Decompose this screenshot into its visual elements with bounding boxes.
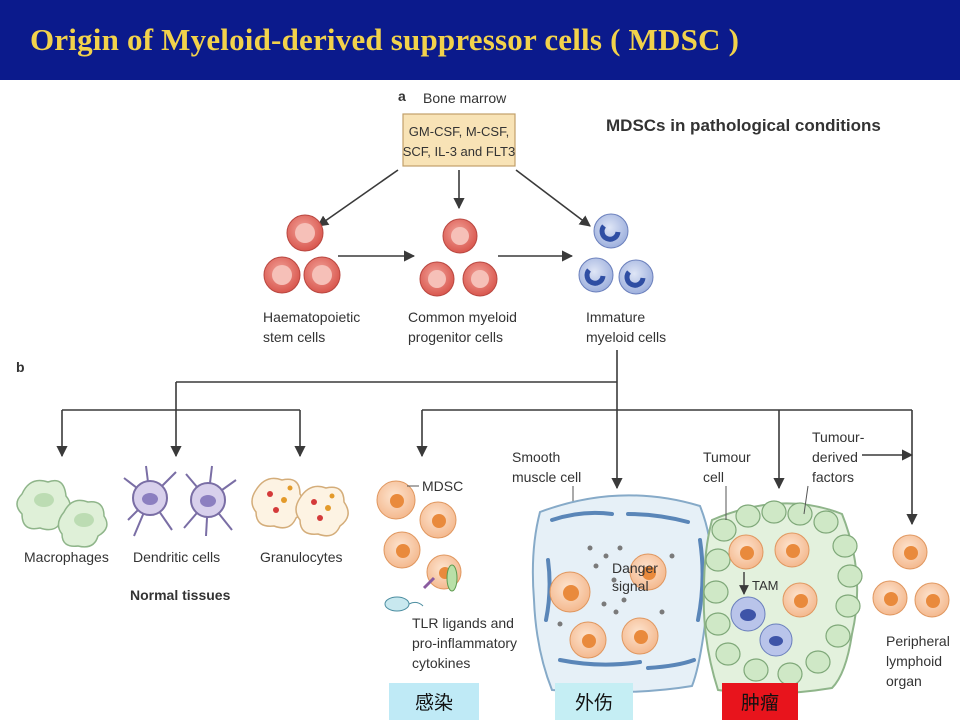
progenitor-label-1: Common myeloid xyxy=(408,309,517,325)
lymphoid-mdsc-cells xyxy=(872,534,950,618)
tumour-cell-label-1: Tumour xyxy=(703,449,751,465)
danger-signal-label-2: signal xyxy=(612,578,649,594)
tumour-factors-label-1: Tumour- xyxy=(812,429,865,445)
tumour-factors-pointer xyxy=(803,485,809,515)
pathogen-icons xyxy=(384,564,458,612)
granulocytes-label: Granulocytes xyxy=(260,549,342,565)
macrophages-label: Macrophages xyxy=(24,549,109,565)
title-bar: Origin of Myeloid-derived suppressor cel… xyxy=(0,0,960,80)
slide-title: Origin of Myeloid-derived suppressor cel… xyxy=(30,22,740,57)
trauma-tissue xyxy=(531,494,713,694)
danger-signal-label-1: Danger xyxy=(612,560,658,576)
smooth-muscle-label-1: Smooth xyxy=(512,449,560,465)
infection-mdsc-label: MDSC xyxy=(422,478,463,494)
stem-cell-cluster xyxy=(263,214,341,294)
bone-marrow-label: Bone marrow xyxy=(423,90,507,106)
pathological-conditions-heading: MDSCs in pathological conditions xyxy=(606,116,881,135)
dendritic-cells-label: Dendritic cells xyxy=(133,549,220,565)
growth-factors-box xyxy=(402,113,516,167)
arrow-box-to-stem xyxy=(317,169,399,227)
dendritic-cells xyxy=(123,465,237,537)
panel-b-letter: b xyxy=(16,359,25,375)
tumour-factors-label-2: derived xyxy=(812,449,858,465)
tam-label: TAM xyxy=(752,578,778,593)
lymphoid-label-1: Peripheral xyxy=(886,633,950,649)
macrophage-cells xyxy=(16,479,108,548)
tlr-label-1: TLR ligands and xyxy=(412,615,514,631)
tumour-tag: 肿瘤 xyxy=(722,683,798,720)
tlr-label-3: cytokines xyxy=(412,655,470,671)
branch-lines xyxy=(56,350,918,526)
normal-tissues-label: Normal tissues xyxy=(130,587,231,603)
lymphoid-label-2: lymphoid xyxy=(886,653,942,669)
growth-factors-line-1: GM-CSF, M-CSF, xyxy=(409,124,509,139)
tumour-tissue xyxy=(702,500,863,695)
tumour-factors-label-3: factors xyxy=(812,469,854,485)
arrow-box-to-immature xyxy=(515,169,591,227)
immature-label-1: Immature xyxy=(586,309,645,325)
infection-tag: 感染 xyxy=(389,683,479,720)
mdsc-diagram: a Bone marrow GM-CSF, M-CSF, SCF, IL-3 a… xyxy=(16,88,950,695)
progenitor-label-2: progenitor cells xyxy=(408,329,503,345)
immature-label-2: myeloid cells xyxy=(586,329,666,345)
granulocyte-cells xyxy=(251,477,349,537)
stem-cells-label-2: stem cells xyxy=(263,329,325,345)
smooth-muscle-label-2: muscle cell xyxy=(512,469,581,485)
trauma-tag: 外伤 xyxy=(555,683,633,720)
growth-factors-line-2: SCF, IL-3 and FLT3 xyxy=(403,144,515,159)
lymphoid-label-3: organ xyxy=(886,673,922,689)
immature-cell-cluster xyxy=(578,213,654,295)
progenitor-cell-cluster xyxy=(419,218,498,297)
panel-a-letter: a xyxy=(398,88,406,104)
stem-cells-label-1: Haematopoietic xyxy=(263,309,360,325)
tlr-label-2: pro-inflammatory xyxy=(412,635,517,651)
tumour-cell-label-2: cell xyxy=(703,469,724,485)
infection-mdsc-cells xyxy=(376,480,462,590)
